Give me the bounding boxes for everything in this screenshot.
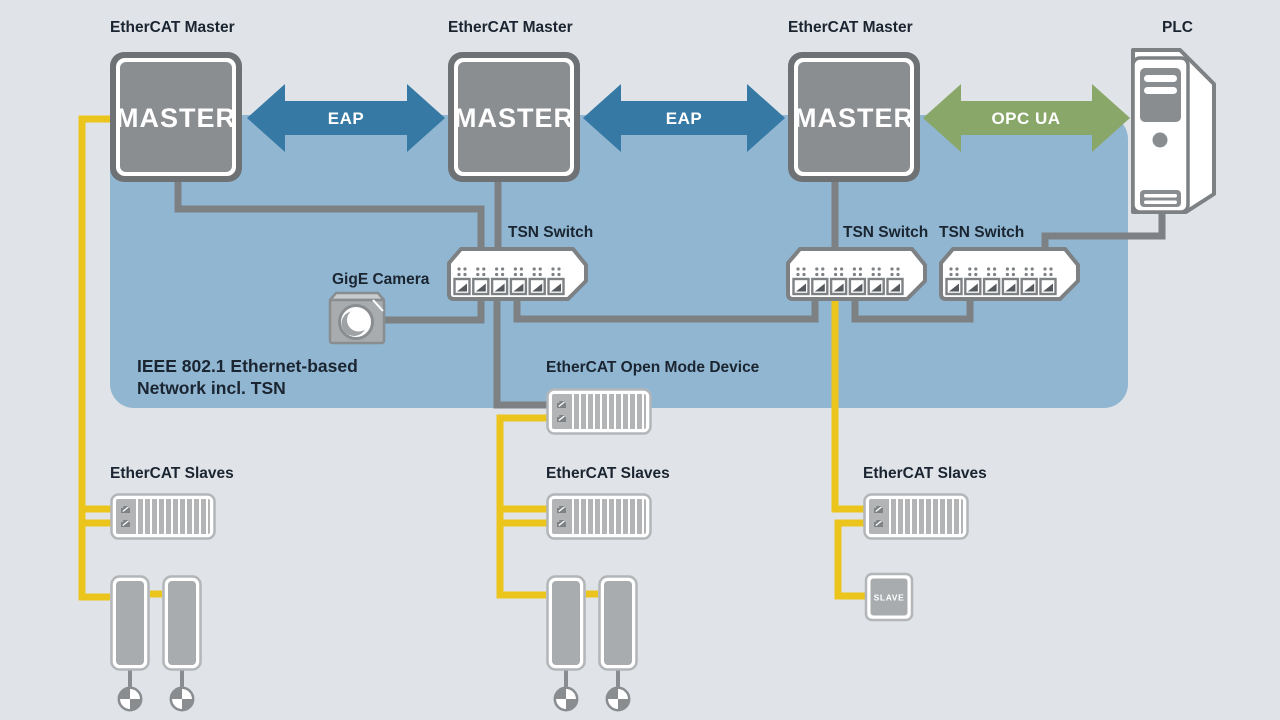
line-switch2-to-switch3 — [851, 297, 974, 323]
line-camera-to-switch1 — [384, 297, 485, 324]
opcua-arrow: OPC UA — [923, 84, 1130, 152]
line-master1-to-left-segment — [78, 115, 112, 601]
tsn-switch-2 — [786, 247, 927, 301]
left-drive-2 — [162, 575, 202, 671]
right-slave-terminal-block — [863, 493, 969, 540]
tsn-switch-3 — [939, 247, 1080, 301]
master-2-caption: EtherCAT Master — [448, 19, 573, 36]
mid-slave-terminal-block — [546, 493, 652, 540]
tsn-switch-1 — [447, 247, 588, 301]
right-slaves-caption: EtherCAT Slaves — [863, 465, 987, 482]
camera-bevel-highlight — [372, 299, 384, 312]
left-slave-terminal-block — [110, 493, 216, 540]
mid-motor-1-icon — [553, 686, 579, 712]
left-slaves-caption: EtherCAT Slaves — [110, 465, 234, 482]
mid-motor-2-icon — [605, 686, 631, 712]
plc-tower — [1131, 48, 1216, 214]
eap-arrow-1-label: EAP — [328, 109, 364, 128]
line-switch1-to-switch2 — [513, 297, 819, 323]
line-switch2-to-right-slaves — [831, 297, 866, 513]
line-right-slaves-to-slavebox — [834, 519, 868, 600]
plc-caption: PLC — [1162, 19, 1193, 36]
eap-arrow-2-label: EAP — [666, 109, 702, 128]
open-mode-device-block — [546, 388, 652, 435]
slave-box-label: SLAVE — [874, 593, 905, 603]
panel-caption-line2: Network incl. TSN — [137, 378, 286, 398]
plc-power-button-icon — [1152, 132, 1168, 148]
panel-caption-line1: IEEE 802.1 Ethernet-based — [137, 356, 358, 376]
left-motor-1-icon — [117, 686, 143, 712]
tsn-switch-3-caption: TSN Switch — [939, 224, 1024, 241]
master-1-caption: EtherCAT Master — [110, 19, 235, 36]
motor-stems — [128, 668, 620, 690]
ethercat-master-3: MASTER — [788, 52, 920, 182]
mid-drive-1 — [546, 575, 586, 671]
gige-camera-caption: GigE Camera — [332, 271, 430, 288]
gige-camera-device — [328, 291, 386, 345]
ethercat-lines — [78, 115, 868, 601]
master-3-caption: EtherCAT Master — [788, 19, 913, 36]
eap-arrow-2: EAP — [583, 84, 785, 152]
line-master1-to-switch1 — [174, 180, 485, 268]
opcua-arrow-label: OPC UA — [991, 109, 1060, 128]
left-drive-1 — [110, 575, 150, 671]
mid-drive-2 — [598, 575, 638, 671]
master-3-box-label: MASTER — [794, 103, 914, 133]
eap-arrow-1: EAP — [247, 84, 445, 152]
left-motor-2-icon — [169, 686, 195, 712]
open-mode-device-caption: EtherCAT Open Mode Device — [546, 359, 760, 376]
ethercat-master-2: MASTER — [448, 52, 580, 182]
ethercat-master-1: MASTER — [110, 52, 242, 182]
tsn-switch-2-caption: TSN Switch — [843, 224, 928, 241]
master-2-box-label: MASTER — [454, 103, 574, 133]
line-switch1-to-openmode — [493, 297, 552, 409]
master-1-box-label: MASTER — [116, 103, 236, 133]
mid-slaves-caption: EtherCAT Slaves — [546, 465, 670, 482]
tsn-switch-1-caption: TSN Switch — [508, 224, 593, 241]
slave-box: SLAVE — [864, 572, 914, 622]
